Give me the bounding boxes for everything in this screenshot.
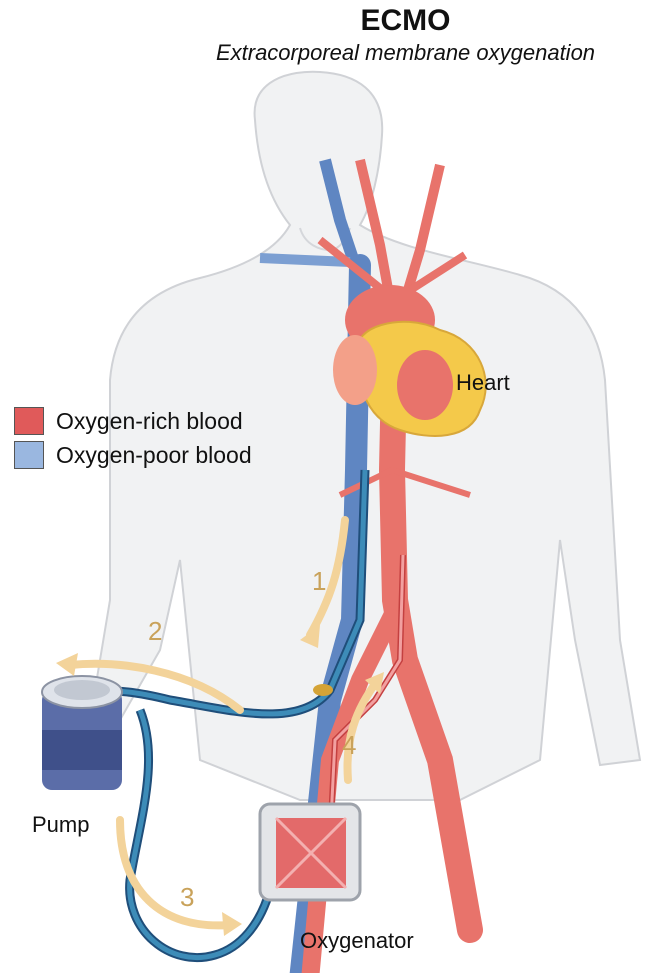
oxygenator-device <box>260 804 360 900</box>
cannula-clamp <box>313 684 333 696</box>
legend-item-oxygen-poor: Oxygen-poor blood <box>14 438 252 472</box>
step-label-3: 3 <box>180 882 194 913</box>
legend-swatch <box>14 441 44 469</box>
pump-label: Pump <box>32 812 89 838</box>
step-label-4: 4 <box>342 730 356 761</box>
diagram-subtitle: Extracorporeal membrane oxygenation <box>80 40 651 66</box>
right-atrium <box>333 335 377 405</box>
legend-item-oxygen-rich: Oxygen-rich blood <box>14 404 252 438</box>
legend-label: Oxygen-poor blood <box>56 442 252 469</box>
heart-label: Heart <box>456 370 510 396</box>
legend-label: Oxygen-rich blood <box>56 408 243 435</box>
legend: Oxygen-rich blood Oxygen-poor blood <box>14 404 252 472</box>
step-label-1: 1 <box>312 566 326 597</box>
oxygenator-label: Oxygenator <box>300 928 414 954</box>
step-label-2: 2 <box>148 616 162 647</box>
diagram-title: ECMO <box>80 4 651 38</box>
left-ventricle <box>397 350 453 420</box>
legend-swatch <box>14 407 44 435</box>
pump-device <box>42 676 122 790</box>
subclavian-vein <box>260 258 350 262</box>
